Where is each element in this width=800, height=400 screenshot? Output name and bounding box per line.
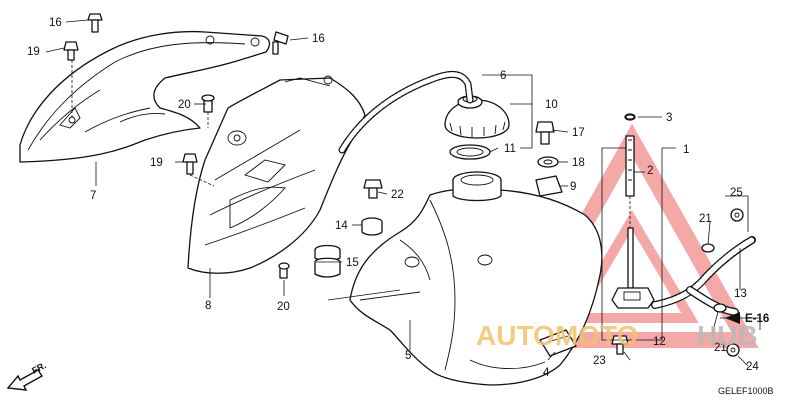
fuel-tank-part — [349, 171, 603, 386]
watermark-text: AUTOMOTO HUB — [476, 320, 758, 351]
reference-arrow-icon — [725, 312, 740, 324]
callout-19b: 19 — [150, 157, 163, 169]
callout-23: 23 — [593, 355, 606, 367]
front-direction-indicator: FR. — [6, 360, 48, 391]
bolt-22 — [363, 179, 383, 199]
grommet-20b — [278, 262, 290, 279]
callout-11: 11 — [504, 143, 516, 155]
callout-14: 14 — [335, 220, 348, 232]
reference-e16: E-16 — [725, 312, 769, 325]
callout-16b: 16 — [312, 33, 325, 45]
callout-8: 8 — [205, 300, 211, 312]
callout-16a: 16 — [49, 17, 62, 29]
grommet-20a — [201, 94, 215, 113]
screw-19b — [182, 153, 198, 175]
fuel-cap-part — [444, 95, 510, 139]
diagram-code: GELEF1000B — [718, 386, 774, 396]
callout-21b: 21 — [714, 342, 727, 354]
callout-2: 2 — [647, 165, 653, 177]
callout-7: 7 — [90, 190, 96, 202]
seal-3 — [625, 114, 635, 120]
svg-text:HUB: HUB — [697, 320, 758, 351]
callout-21a: 21 — [699, 213, 712, 225]
cap-gasket-part — [449, 144, 491, 160]
bolt-16b — [272, 31, 289, 55]
bolt-17 — [535, 121, 555, 145]
callout-19a: 19 — [27, 46, 40, 58]
callout-13: 13 — [734, 288, 747, 300]
nut-25 — [730, 208, 744, 222]
callout-17: 17 — [572, 127, 585, 139]
callout-3: 3 — [666, 112, 672, 124]
front-shroud-part — [19, 30, 271, 163]
rubber-mount-15 — [314, 244, 341, 278]
reference-label: E-16 — [745, 313, 769, 325]
callout-4: 4 — [543, 367, 550, 379]
callout-1: 1 — [683, 144, 689, 156]
side-shroud-part — [187, 75, 366, 274]
callout-15: 15 — [346, 257, 359, 269]
bolt-16a — [87, 13, 103, 33]
screw-19a — [63, 41, 79, 61]
callout-9: 9 — [570, 181, 576, 193]
callout-12: 12 — [653, 336, 666, 348]
callout-20b: 20 — [277, 301, 290, 313]
fuel-valve-part — [611, 113, 655, 309]
rubber-9 — [535, 175, 563, 197]
leader-lines — [45, 19, 761, 367]
fuel-hose-part — [651, 236, 756, 316]
washer-18 — [537, 156, 559, 168]
front-arrow-icon — [6, 369, 44, 391]
callout-18: 18 — [572, 157, 585, 169]
callout-6: 6 — [500, 70, 506, 82]
callout-25: 25 — [730, 187, 743, 199]
svg-text:AUTOMOTO: AUTOMOTO — [476, 320, 638, 351]
breather-tube-part — [338, 71, 474, 154]
callout-labels: 1 2 3 4 5 6 7 8 9 10 11 12 13 14 15 16 1… — [27, 17, 759, 379]
rubber-4 — [539, 329, 577, 357]
collar-14 — [361, 217, 383, 236]
callout-5: 5 — [405, 350, 411, 362]
front-label: FR. — [30, 360, 47, 376]
callout-24: 24 — [746, 361, 759, 373]
callout-20a: 20 — [178, 99, 191, 111]
nut-24 — [726, 343, 740, 357]
callout-10: 10 — [545, 99, 558, 111]
callout-22: 22 — [391, 189, 404, 201]
